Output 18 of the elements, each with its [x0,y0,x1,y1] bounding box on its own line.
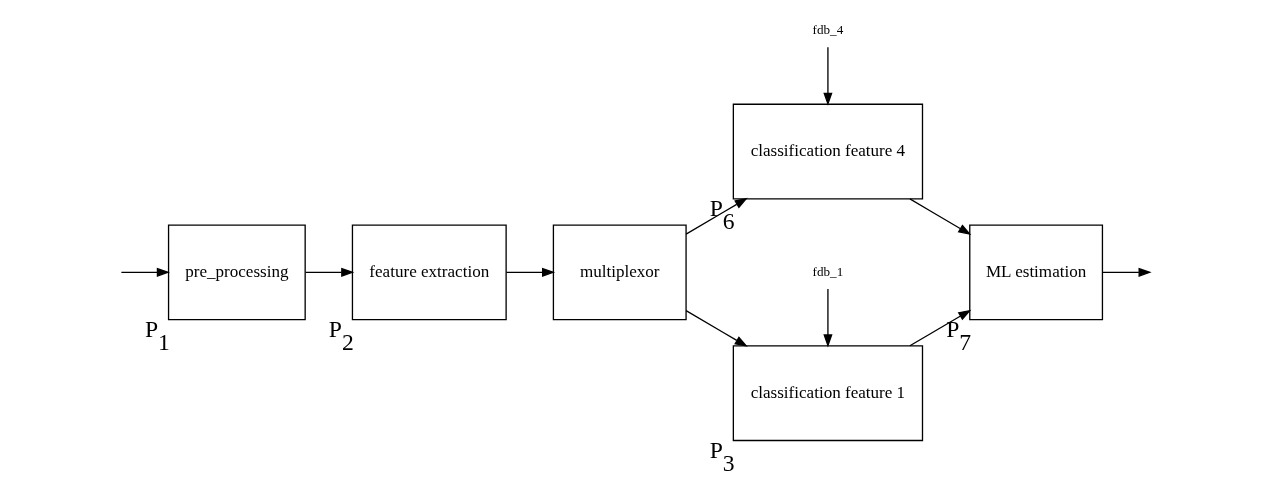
node-box: feature extraction [351,223,507,320]
node-box: ML estimation [968,223,1103,320]
arrow [684,197,748,235]
arrow [908,309,971,346]
node-box: pre_processing [167,223,306,320]
arrow [684,309,748,347]
node-box: classification feature 1 [732,344,923,441]
node-text: fdb_1 [812,263,843,279]
arrow [908,197,971,235]
node-box: multiplexor [552,223,687,320]
arrow [1101,267,1152,277]
arrow [304,267,354,277]
arrow [120,267,170,277]
node-box: classification feature 4 [732,103,923,199]
arrow [505,267,555,277]
arrow [822,287,833,347]
node-text: fdb_4 [812,21,843,37]
arrow [822,46,833,106]
